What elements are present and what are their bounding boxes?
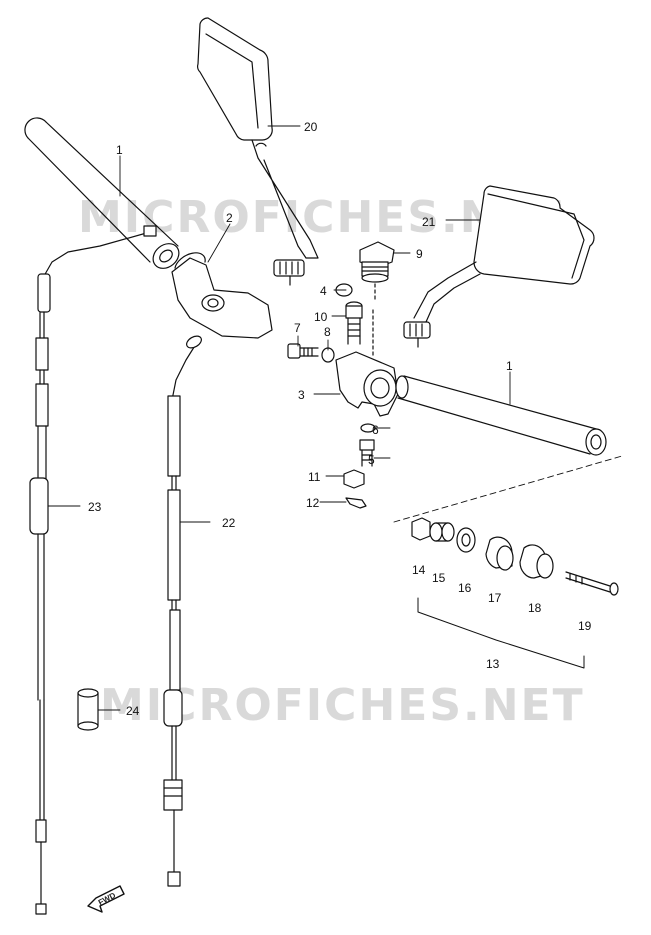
handlebar-clamp [171,252,273,339]
spacer-15 [429,522,455,542]
callout-20: 20 [304,120,318,134]
screw-19 [565,571,619,596]
callout-11: 11 [308,470,321,484]
callout-6: 6 [372,423,379,437]
callout-7: 7 [294,321,301,335]
callout-17: 17 [488,591,502,605]
callout-18: 18 [528,601,542,615]
left-handlebar [24,117,180,269]
callout-3: 3 [298,388,305,402]
callout-5: 5 [368,453,375,467]
bar-end-weight-18 [519,544,554,579]
screw-5 [359,439,375,467]
washer-16 [456,527,476,553]
handlebar-plug [359,241,395,301]
callout-15: 15 [432,571,446,585]
callout-23: 23 [88,500,102,514]
nut-11 [343,469,365,489]
nut-14 [411,517,431,541]
callout-12: 12 [306,496,320,510]
callout-24: 24 [126,704,140,718]
right-clamp-holder [335,351,399,417]
clutch-cable-22 [163,335,202,887]
callout-4: 4 [320,284,327,298]
fwd-arrow-icon [87,885,125,913]
callout-19: 19 [578,619,592,633]
callout-9: 9 [416,247,423,261]
callout-13: 13 [486,657,500,671]
callout-10: 10 [314,310,328,324]
screw-7 [287,343,319,359]
leader-lines [47,125,511,711]
callout-8: 8 [324,325,331,339]
cable-boot-24 [77,688,99,731]
throttle-cable-23 [29,225,157,915]
callout-labels: 1 2 20 21 9 4 10 7 8 3 1 6 5 11 12 23 22… [88,120,592,718]
bolt-10 [345,301,374,357]
callout-2: 2 [226,211,233,225]
left-mirror [197,17,319,286]
right-handlebar [395,375,607,456]
bar-end-weight-17 [485,536,514,571]
callout-21: 21 [422,215,436,229]
right-mirror [403,185,595,348]
callout-1-left: 1 [116,143,123,157]
callout-16: 16 [458,581,472,595]
clip-12 [345,497,367,509]
callout-14: 14 [412,563,426,577]
callout-22: 22 [222,516,236,530]
callout-1-right: 1 [506,359,513,373]
